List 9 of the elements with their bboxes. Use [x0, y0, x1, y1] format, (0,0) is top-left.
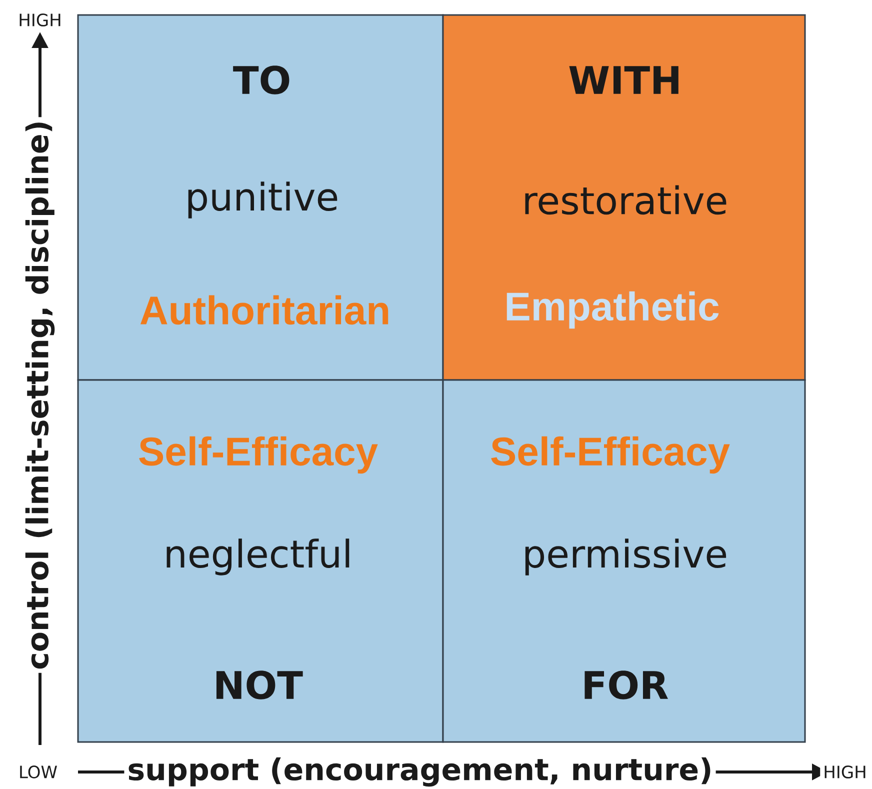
quadrant-box: WITH restorative Empathetic: [442, 14, 806, 381]
axis-end-label: LOW: [15, 762, 61, 782]
axis-label: control (limit-setting, discipline): [22, 117, 58, 673]
quadrant-box: Self-Efficacy neglectful NOT: [77, 379, 444, 743]
quadrant-box: Self-Efficacy permissive FOR: [442, 379, 806, 743]
axis-label: support (encouragement, nurture): [124, 754, 716, 789]
quadrant-box: TO punitive Authoritarian: [77, 14, 444, 381]
axis-end-label: HIGH: [820, 762, 870, 782]
axis-end-label: HIGH: [15, 10, 65, 30]
